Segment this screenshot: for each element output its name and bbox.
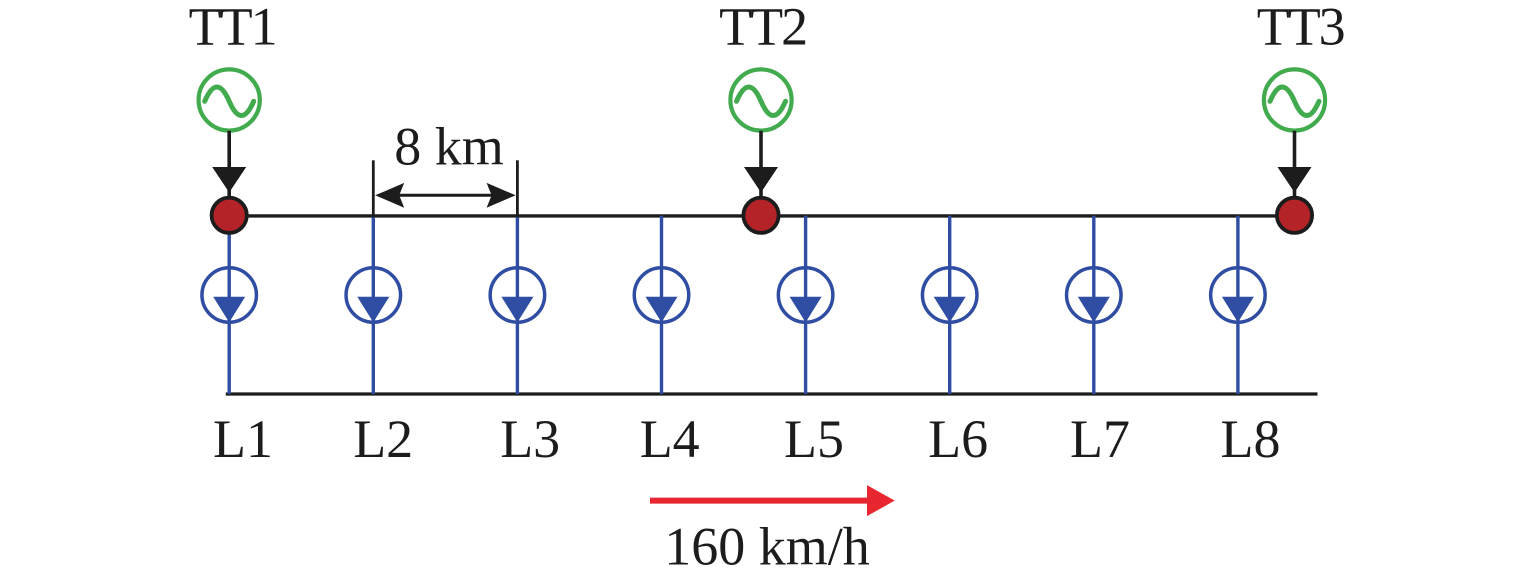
svg-text:TT3: TT3 <box>1257 0 1344 57</box>
svg-text:L3: L3 <box>500 409 560 469</box>
svg-text:L5: L5 <box>784 409 844 469</box>
svg-text:L7: L7 <box>1070 409 1130 469</box>
svg-text:L1: L1 <box>213 409 273 469</box>
svg-text:160 km/h: 160 km/h <box>664 517 870 577</box>
svg-text:L4: L4 <box>640 409 700 469</box>
svg-text:TT1: TT1 <box>189 0 276 57</box>
svg-text:L6: L6 <box>928 409 988 469</box>
svg-text:8 km: 8 km <box>394 117 504 177</box>
svg-text:L2: L2 <box>353 409 413 469</box>
svg-text:TT2: TT2 <box>719 0 806 57</box>
svg-text:L8: L8 <box>1221 409 1281 469</box>
